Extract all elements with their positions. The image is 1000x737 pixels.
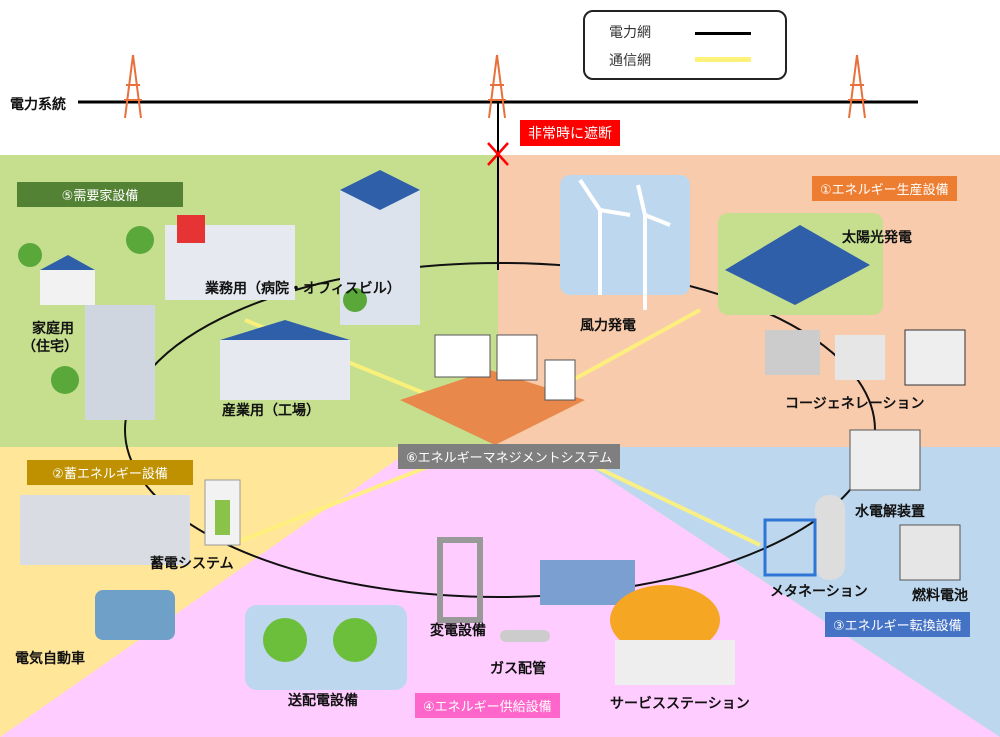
label-electrolyzer: 水電解装置 xyxy=(855,504,925,520)
label-substation: 変電設備 xyxy=(430,623,486,639)
solar-panel-icon xyxy=(725,225,870,305)
building-icons xyxy=(18,170,420,420)
pylon-icons xyxy=(124,54,866,119)
legend-comm-label: 通信網 xyxy=(609,53,651,69)
label-home: 家庭用 xyxy=(32,321,74,337)
label-business: 業務用（病院・オフィスビル） xyxy=(205,281,401,297)
label-ev: 電気自動車 xyxy=(15,651,85,667)
legend: 電力網 通信網 xyxy=(583,10,787,80)
label-battery: 蓄電システム xyxy=(150,556,234,572)
label-cogen: コージェネレーション xyxy=(785,396,925,412)
label-solar: 太陽光発電 xyxy=(842,230,912,246)
cutoff-x-icon xyxy=(487,142,509,166)
ems-desk-icon xyxy=(400,334,585,445)
category-ems: ⑥エネルギーマネジメントシステム xyxy=(398,444,621,469)
category-supply: ④エネルギー供給設備 xyxy=(415,693,560,718)
category-demand: ⑤需要家設備 xyxy=(17,182,183,207)
conversion-region xyxy=(560,447,1000,737)
wind-box xyxy=(560,175,690,295)
label-methanation: メタネーション xyxy=(770,584,868,600)
category-production: ①エネルギー生産設備 xyxy=(812,176,957,201)
label-distribution: 送配電設備 xyxy=(288,693,358,709)
label-wind: 風力発電 xyxy=(580,318,636,334)
label-industry: 産業用（工場） xyxy=(222,403,320,419)
legend-comm-line xyxy=(695,57,751,62)
category-conversion: ③エネルギー転換設備 xyxy=(825,612,970,637)
label-gaspipe: ガス配管 xyxy=(490,661,546,677)
cutoff-label: 非常時に遮断 xyxy=(520,120,620,146)
wind-turbine-icon xyxy=(578,178,671,310)
category-storage: ②蓄エネルギー設備 xyxy=(27,460,193,485)
equipment-icons xyxy=(20,329,966,690)
legend-power-grid-label: 電力網 xyxy=(609,25,651,41)
label-fuelcell: 燃料電池 xyxy=(912,588,968,604)
label-station: サービスステーション xyxy=(610,696,750,712)
grid-label: 電力系統 xyxy=(10,97,66,113)
legend-power-line xyxy=(695,32,751,35)
label-home-sub: （住宅） xyxy=(22,339,78,355)
